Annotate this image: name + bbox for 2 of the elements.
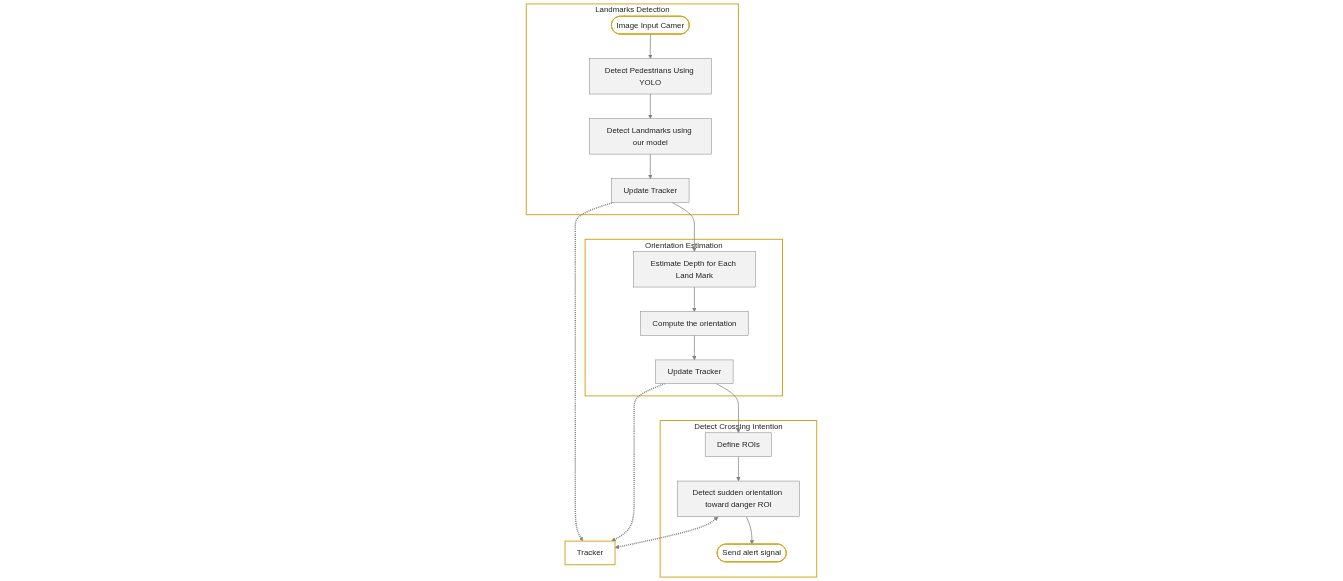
- arrow: [614, 516, 719, 549]
- arrow: [611, 382, 666, 542]
